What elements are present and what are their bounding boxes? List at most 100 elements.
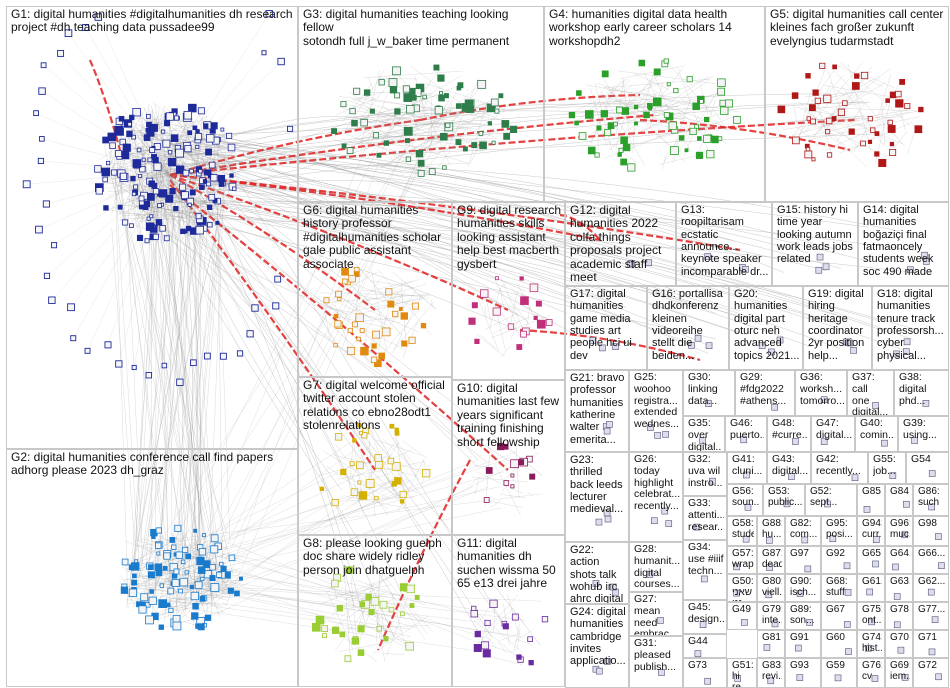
graph-edge — [120, 575, 130, 589]
graph-edge — [137, 134, 416, 579]
graph-edge — [600, 90, 646, 166]
graph-edge — [130, 213, 205, 573]
group-panel-g16: G16: portallisa dhdkonferenz kleinen vid… — [647, 286, 729, 370]
graph-node — [480, 289, 489, 298]
graph-edge — [489, 499, 503, 509]
graph-edge — [141, 151, 202, 559]
graph-edge — [789, 74, 844, 139]
graph-edge — [165, 202, 917, 251]
graph-node — [120, 586, 129, 594]
graph-node — [478, 131, 484, 136]
graph-node — [893, 593, 901, 600]
graph-node — [331, 579, 339, 588]
graph-edge — [642, 69, 655, 112]
node-layer — [22, 10, 945, 685]
graph-node — [633, 104, 639, 110]
graph-node — [261, 50, 267, 56]
graph-edge — [129, 199, 531, 337]
graph-edge — [159, 154, 235, 173]
graph-edge — [121, 143, 199, 553]
graph-node — [699, 621, 707, 628]
graph-edge — [141, 456, 371, 570]
graph-node — [808, 104, 816, 112]
group-label: G42: recently... — [816, 454, 861, 477]
graph-node — [820, 396, 828, 404]
graph-node — [697, 136, 702, 141]
group-panel-g62: G62... — [913, 574, 949, 602]
graph-node — [392, 310, 399, 318]
group-panel-g40: G40: comin... — [855, 416, 898, 452]
graph-edge — [202, 180, 365, 622]
graph-edge — [372, 615, 430, 654]
graph-edge — [171, 147, 218, 209]
graph-edge — [369, 280, 414, 288]
graph-node — [138, 195, 145, 202]
graph-edge — [221, 112, 397, 597]
graph-node — [805, 147, 811, 152]
graph-edge — [41, 138, 169, 173]
graph-node — [315, 615, 325, 625]
graph-node — [578, 132, 587, 140]
graph-node — [162, 565, 168, 571]
graph-edge — [602, 77, 619, 103]
graph-node — [489, 599, 498, 608]
graph-edge — [317, 583, 376, 627]
group-panel-g5: G5: digital humanities call center klein… — [765, 6, 949, 202]
graph-node — [130, 175, 136, 182]
graph-node — [864, 644, 872, 652]
graph-node — [195, 225, 204, 235]
graph-node — [323, 297, 330, 304]
graph-node — [776, 336, 784, 344]
group-label: G80: viell... — [762, 576, 782, 599]
graph-node — [265, 10, 273, 18]
graph-edge — [398, 599, 426, 640]
graph-edge-strong — [169, 118, 856, 177]
graph-node — [434, 106, 443, 115]
graph-node — [485, 467, 493, 474]
graph-node — [333, 343, 338, 348]
graph-node — [174, 524, 182, 532]
graph-edge — [498, 642, 507, 654]
graph-edge — [417, 93, 426, 119]
graph-node — [365, 593, 372, 601]
group-label: G48: #curre... — [772, 418, 808, 441]
group-label: G63... — [890, 576, 910, 587]
graph-node — [129, 223, 134, 228]
graph-node — [144, 238, 150, 244]
graph-edge — [126, 127, 149, 136]
graph-node — [360, 346, 369, 356]
graph-node — [151, 154, 158, 161]
graph-node — [871, 675, 879, 682]
graph-edge — [510, 320, 519, 340]
graph-node — [182, 169, 190, 177]
graph-node — [389, 86, 398, 94]
graph-node — [370, 597, 380, 606]
graph-node — [147, 157, 153, 163]
graph-edge — [121, 538, 179, 569]
graph-node — [378, 79, 385, 86]
group-label: G41: cluni... — [732, 454, 763, 477]
graph-node — [662, 431, 669, 438]
graph-edge — [144, 170, 543, 477]
graph-edge — [898, 104, 906, 131]
graph-node — [155, 527, 162, 534]
graph-edge — [473, 620, 517, 657]
graph-edge — [196, 175, 236, 209]
graph-node — [383, 636, 389, 642]
group-label: G43: digital... — [772, 454, 808, 477]
group-panel-g38: G38: digital phd... — [894, 370, 949, 416]
graph-node — [720, 106, 729, 115]
graph-edge — [480, 335, 497, 349]
graph-edge — [382, 572, 428, 635]
graph-node — [287, 125, 294, 132]
graph-edge — [212, 149, 215, 193]
group-panel-g15: G15: history hi time year looking autumn… — [772, 202, 858, 286]
graph-node — [199, 184, 205, 190]
graph-node — [887, 125, 896, 133]
graph-edge — [629, 106, 671, 126]
graph-edge — [199, 120, 439, 599]
graph-edge — [496, 313, 506, 350]
graph-node — [131, 364, 137, 371]
group-label: G4: humanities digital data health works… — [549, 8, 732, 48]
